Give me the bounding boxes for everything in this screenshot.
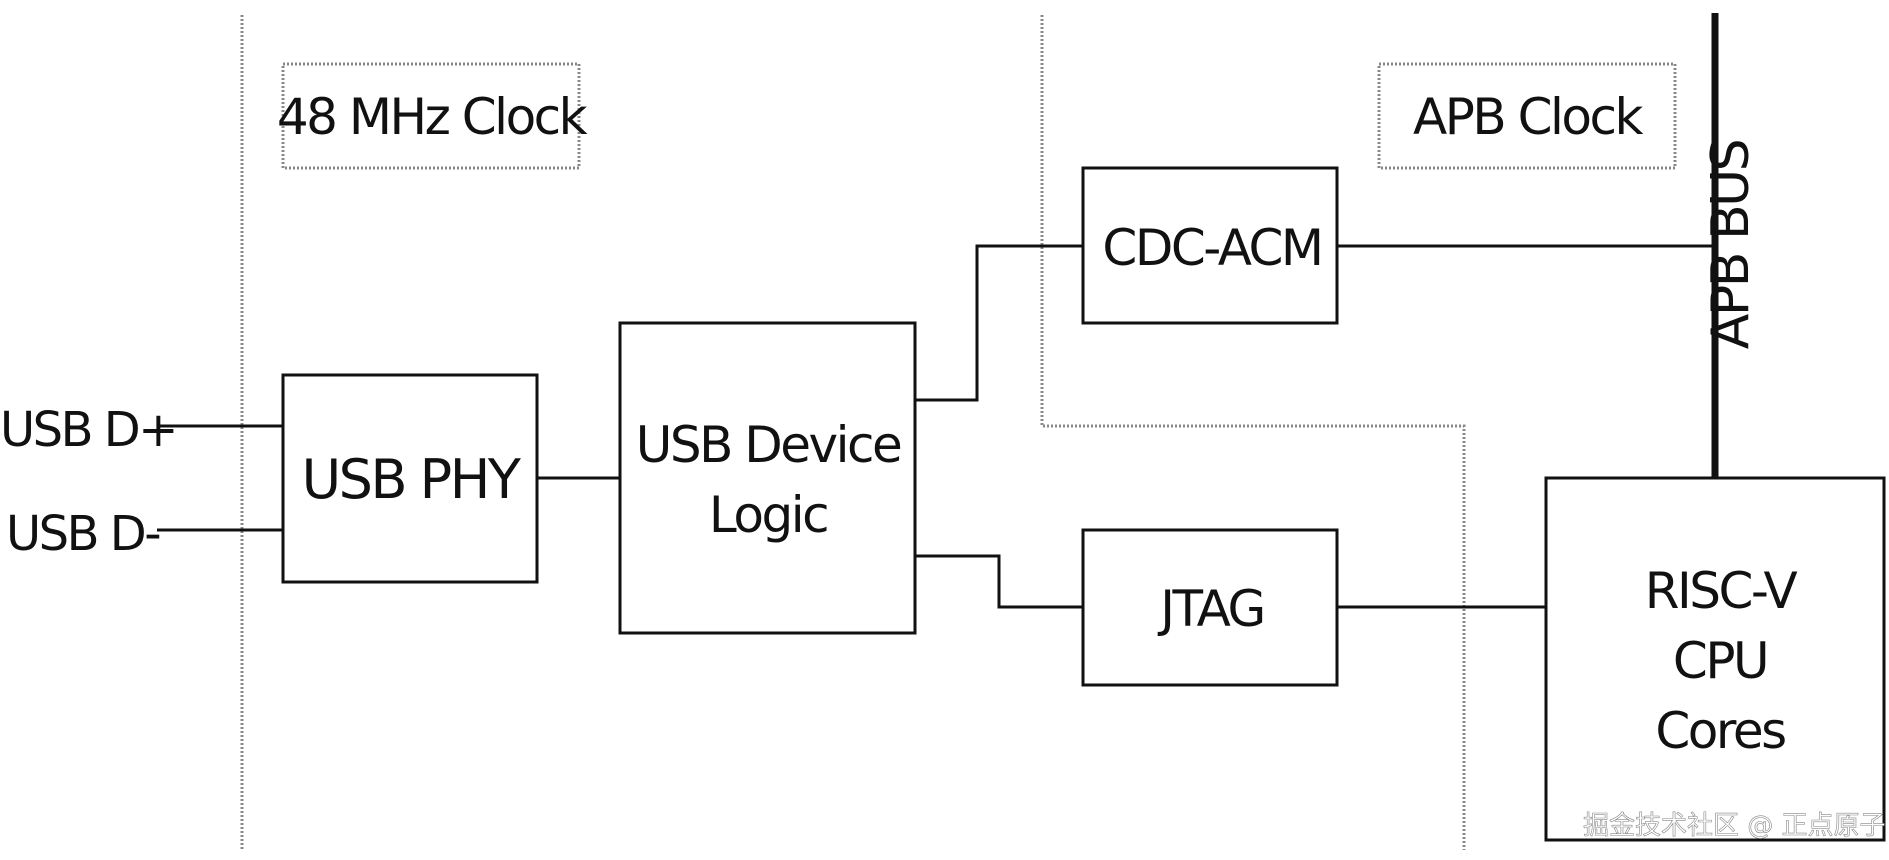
- apb-clock-frame: [1377, 62, 1677, 170]
- usb-phy-label: USB PHY: [302, 448, 522, 511]
- cpu-label-line2: CPU: [1673, 632, 1767, 690]
- wire-logic-jtag: [915, 554, 1083, 609]
- domain-divider-right: [1040, 15, 1466, 850]
- connection-wires: [157, 244, 1715, 609]
- watermark-text: 掘金技术社区 @ 正点原子: [1583, 811, 1886, 841]
- usb-logic-label-line2: Logic: [709, 486, 827, 544]
- jtag-block: [1081, 528, 1339, 687]
- riscv-cpu-block: [1544, 476, 1886, 842]
- usb-logic-label-line1: USB Device: [636, 416, 901, 474]
- apb-bus-label: APB BUS: [1701, 140, 1761, 349]
- clock-domain-dividers: [240, 15, 1466, 850]
- apb-clock-label: APB Clock: [1413, 88, 1643, 146]
- cpu-label-line3: Cores: [1655, 702, 1785, 760]
- jtag-label: JTAG: [1157, 580, 1263, 638]
- clock-48mhz-frame: [281, 62, 581, 170]
- usb-phy-block: [281, 373, 539, 584]
- cpu-label-line1: RISC-V: [1645, 562, 1798, 620]
- clock-48mhz-label: 48 MHz Clock: [277, 88, 588, 146]
- usb-dm-label: USB D-: [6, 506, 159, 562]
- cdc-acm-label: CDC-ACM: [1102, 219, 1321, 277]
- usb-dp-label: USB D+: [0, 402, 176, 458]
- cdc-acm-block: [1081, 166, 1339, 325]
- usb-device-logic-block: [618, 321, 917, 635]
- wire-logic-cdc: [915, 244, 1083, 402]
